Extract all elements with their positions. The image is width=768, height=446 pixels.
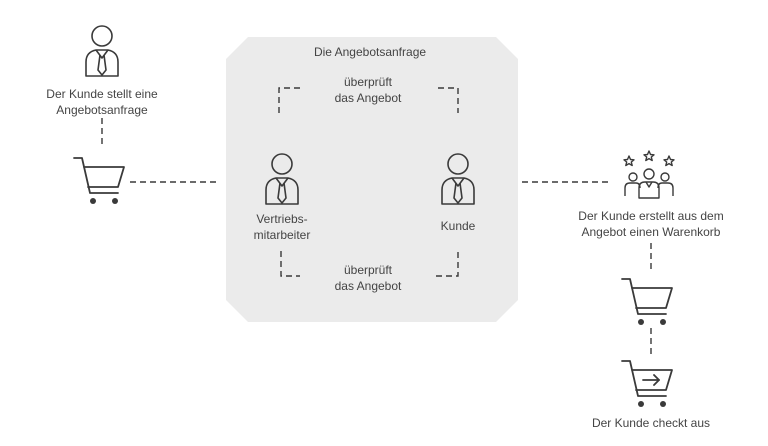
person-tie-icon <box>265 153 299 205</box>
customer-label: Kunde <box>440 219 476 233</box>
shopping-cart-icon <box>621 278 673 325</box>
review-top-line2: das Angebot <box>334 91 402 105</box>
review-top-line1: überprüft <box>343 75 393 89</box>
customer-request-label-line2: Angebotsanfrage <box>56 103 148 117</box>
customer-request-label-line1: Der Kunde stellt eine <box>46 87 158 101</box>
checkout-label: Der Kunde checkt aus <box>591 416 711 430</box>
review-bottom-line1: überprüft <box>343 263 393 277</box>
sales-rep-label-line1: Vertriebs- <box>256 212 308 226</box>
create-cart-label-line1: Der Kunde erstellt aus dem <box>578 209 724 223</box>
sales-rep-label-line2: mitarbeiter <box>253 228 311 242</box>
shopping-cart-icon <box>73 157 125 204</box>
person-tie-icon <box>85 25 119 77</box>
review-bottom-line2: das Angebot <box>334 279 402 293</box>
person-tie-icon <box>441 153 475 205</box>
cart-checkout-icon <box>621 360 673 407</box>
group-stars-icon <box>623 150 675 199</box>
panel-title: Die Angebotsanfrage <box>313 45 427 59</box>
create-cart-label-line2: Angebot einen Warenkorb <box>581 225 721 239</box>
